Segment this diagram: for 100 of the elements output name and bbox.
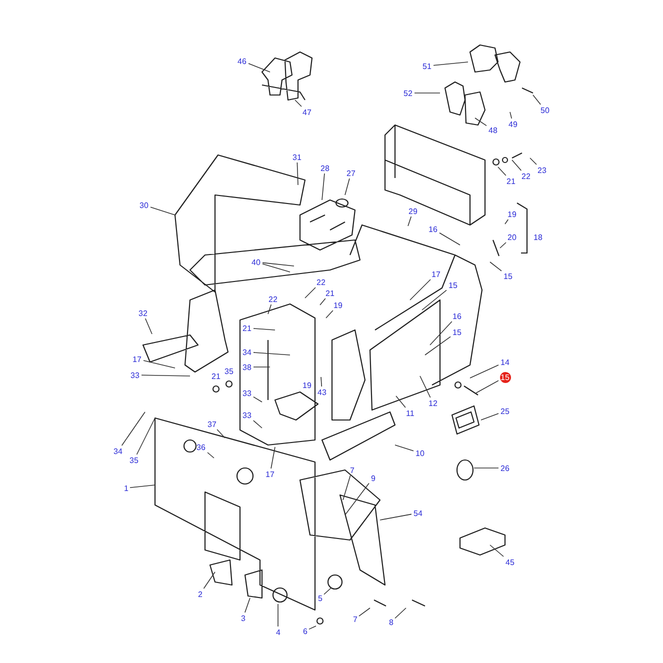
callout-number: 20 [506,232,518,242]
callout-number: 22 [520,172,532,180]
callout-number: 12 [428,398,438,408]
callout-number: 11 [405,408,416,418]
callout-number: 19 [506,210,518,218]
callout-number: 21 [324,288,336,298]
leader-line [504,219,509,224]
leader-line [344,482,370,516]
leader-line [262,262,294,266]
leader-line [268,304,272,314]
leader-line [144,318,152,334]
callout-number: 30 [138,200,150,210]
leader-line [530,158,537,165]
callout-number: 6 [302,626,308,636]
leader-line [207,452,214,458]
leader-line [136,418,156,455]
leader-line [433,62,468,66]
leader-line [150,206,176,216]
leader-line [414,92,440,94]
leader-line [358,608,370,616]
leader-line [512,160,522,171]
leader-line [396,396,406,408]
callout-number: 25 [500,406,510,416]
callout-number: 31 [292,152,302,162]
callout-number: 21 [210,372,222,380]
callout-number: 51 [422,62,432,70]
callout-number: 46 [236,56,248,66]
callout-number: 34 [242,348,252,356]
leader-line [490,262,502,272]
leader-line [244,598,250,613]
leader-line [420,376,431,398]
leader-line [439,232,460,246]
callout-number: 7 [349,466,356,474]
callout-number: 47 [302,108,312,116]
callout-number: 15 [502,272,514,280]
callout-number: 43 [316,388,328,396]
leader-line [308,626,316,630]
callout-number: 15 [448,280,458,290]
leader-line [394,608,406,619]
callout-number: 18 [532,232,544,242]
callout-number: 9 [370,474,376,482]
callout-number: 35 [128,456,140,464]
leader-line [430,321,452,346]
leader-line [344,178,350,196]
callout-number: 23 [536,166,548,174]
leader-line [252,420,262,428]
leader-line [474,118,487,126]
callout-number: 1 [123,484,130,492]
callout-number: 16 [452,312,462,320]
callout-number: 17 [430,270,442,278]
leader-line [253,366,270,368]
leader-line [490,544,504,557]
leader-line [304,287,316,298]
callout-number: 54 [412,508,424,518]
callout-number: 36 [196,442,206,452]
callout-number: 35 [224,366,234,376]
callout-number: 16 [428,224,438,234]
callout-number: 48 [488,126,498,134]
leader-line [253,328,276,330]
leader-line [510,112,512,119]
leader-line [143,360,176,368]
callout-number: 33 [242,410,252,420]
callout-number: 5 [317,594,324,602]
callout-number: 19 [302,380,312,390]
leader-line [424,336,451,356]
callout-number: 21 [506,176,516,186]
leader-line [326,310,334,318]
callout-number: 15 [452,328,462,336]
callout-number: 21 [242,324,252,332]
callout-number: 49 [508,120,518,128]
leader-line [480,413,499,420]
callout-number: 26 [500,464,510,472]
callout-number: 4 [275,628,282,636]
leader-line [248,63,270,72]
callout-number: 7 [352,614,358,624]
callout-number: 38 [242,362,252,372]
callout-number: 3 [240,614,246,622]
leader-line [470,364,499,378]
leader-line [253,352,290,356]
leader-line [324,588,332,595]
leader-line [296,162,298,186]
callout-number: 52 [402,88,414,98]
callout-number: 2 [197,590,204,598]
callout-number: 19 [332,300,344,310]
callout-number: 28 [320,164,330,172]
callout-number: 17 [264,470,276,478]
leader-line [322,173,325,200]
leader-line [410,279,431,300]
leader-line [342,475,351,500]
callout-number: 50 [540,106,550,114]
leader-line [130,484,156,488]
callout-number: 32 [138,308,148,318]
leader-line [320,376,322,387]
leader-line [500,242,506,248]
leader-line [476,380,499,394]
leader-line [408,216,412,226]
callout-number: 14 [500,358,510,366]
callout-number: 34 [112,446,124,456]
leader-line [422,290,447,310]
leader-line [320,298,326,306]
